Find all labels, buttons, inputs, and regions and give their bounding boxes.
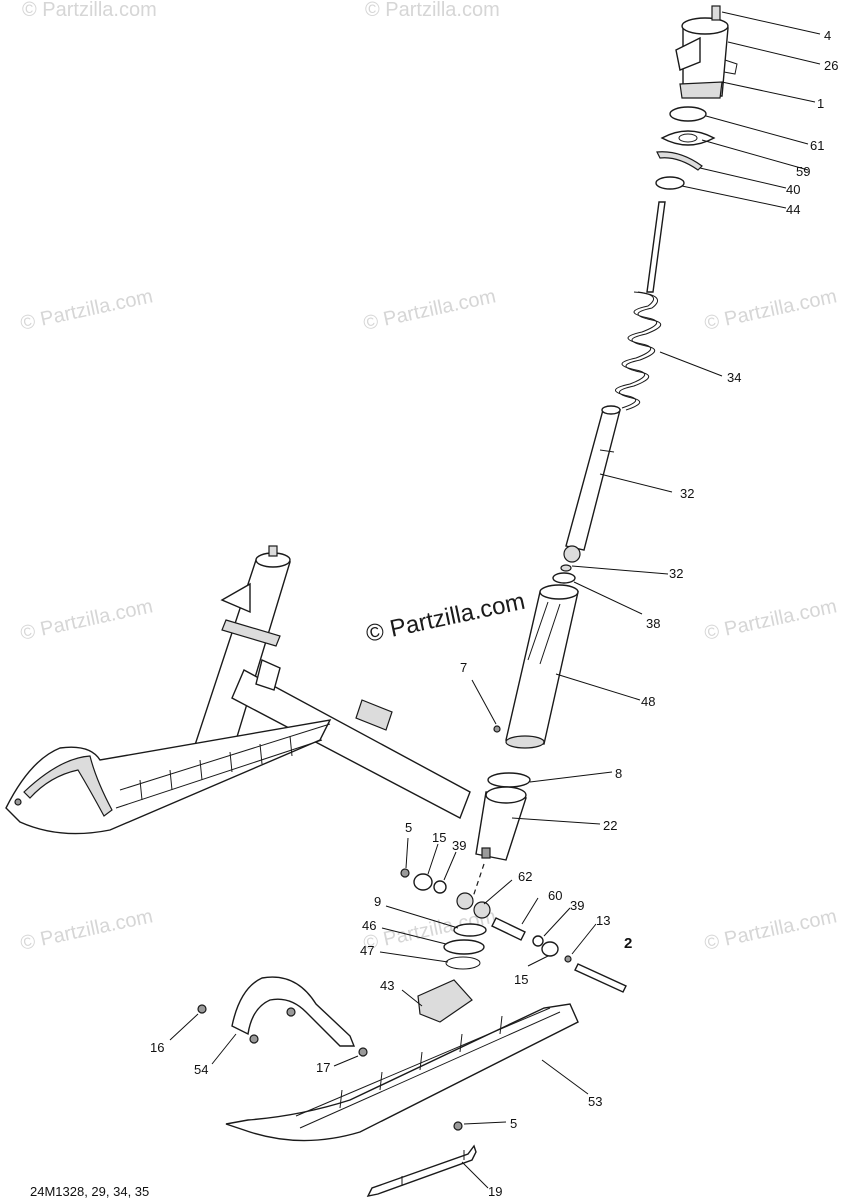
callout-26: 26 <box>824 58 838 73</box>
callout-54: 54 <box>194 1062 208 1077</box>
callout-62: 62 <box>518 869 532 884</box>
callout-7: 7 <box>460 660 467 675</box>
callout-43: 43 <box>380 978 394 993</box>
callout-8: 8 <box>615 766 622 781</box>
callout-32: 32 <box>680 486 694 501</box>
callout-34: 34 <box>727 370 741 385</box>
watermark-text: © Partzilla.com <box>18 905 154 955</box>
ski-53 <box>225 1003 579 1142</box>
runner-19 <box>366 1144 477 1197</box>
ring-38 <box>552 572 576 584</box>
callout-39: 39 <box>570 898 584 913</box>
outer-tube-48 <box>505 584 579 749</box>
callout-4: 4 <box>824 28 831 43</box>
callout-40: 40 <box>786 182 800 197</box>
callout-44: 44 <box>786 202 800 217</box>
washer-44 <box>655 176 685 190</box>
callout-53: 53 <box>588 1094 602 1109</box>
leader-lines <box>169 11 821 1189</box>
callout-5: 5 <box>510 1116 517 1131</box>
diagram-reference-code: 24M1328, 29, 34, 35 <box>30 1184 149 1199</box>
strut-assembly <box>471 5 738 901</box>
watermark-text: © Partzilla.com <box>22 0 157 21</box>
assembled-ski-frame <box>5 545 471 835</box>
callout-60: 60 <box>548 888 562 903</box>
callout-38: 38 <box>646 616 660 631</box>
callout-2: 2 <box>624 935 632 952</box>
shock-body-32 <box>563 405 621 563</box>
callout-39: 39 <box>452 838 466 853</box>
callout-47: 47 <box>360 943 374 958</box>
callout-17: 17 <box>316 1060 330 1075</box>
callout-15: 15 <box>514 972 528 987</box>
callout-19: 19 <box>488 1184 502 1199</box>
clip-40 <box>656 151 703 171</box>
callout-labels: 4 26 1 61 59 40 44 34 32 32 38 48 7 8 22… <box>150 28 838 1199</box>
shock-rod <box>646 201 666 293</box>
callout-59: 59 <box>796 164 810 179</box>
watermark-text: © Partzilla.com <box>702 285 838 335</box>
callout-13: 13 <box>596 913 610 928</box>
sleeve-22 <box>475 786 527 861</box>
watermark-text: © Partzilla.com <box>365 0 500 21</box>
watermark-text: © Partzilla.com <box>702 905 838 955</box>
callout-5: 5 <box>405 820 412 835</box>
callout-15: 15 <box>432 830 446 845</box>
watermark-text: © Partzilla.com <box>361 285 497 335</box>
callout-61: 61 <box>810 138 824 153</box>
watermark-text: © Partzilla.com <box>18 285 154 335</box>
ski-handle-54 <box>231 976 356 1047</box>
callout-16: 16 <box>150 1040 164 1055</box>
strut-cap-tube <box>675 5 738 99</box>
callout-48: 48 <box>641 694 655 709</box>
pivot-hardware <box>400 868 627 993</box>
watermark-center-text: © Partzilla.com <box>364 588 528 648</box>
watermark-text: © Partzilla.com <box>702 595 838 645</box>
callout-46: 46 <box>362 918 376 933</box>
spring-34 <box>615 291 662 411</box>
callout-1: 1 <box>817 96 824 111</box>
callout-9: 9 <box>374 894 381 909</box>
exploded-ski <box>197 976 579 1197</box>
washer-61 <box>669 106 707 122</box>
callout-32: 32 <box>669 566 683 581</box>
callout-22: 22 <box>603 818 617 833</box>
insert-43 <box>417 979 473 1023</box>
watermark-text: © Partzilla.com <box>18 595 154 645</box>
plate-59 <box>660 130 716 146</box>
